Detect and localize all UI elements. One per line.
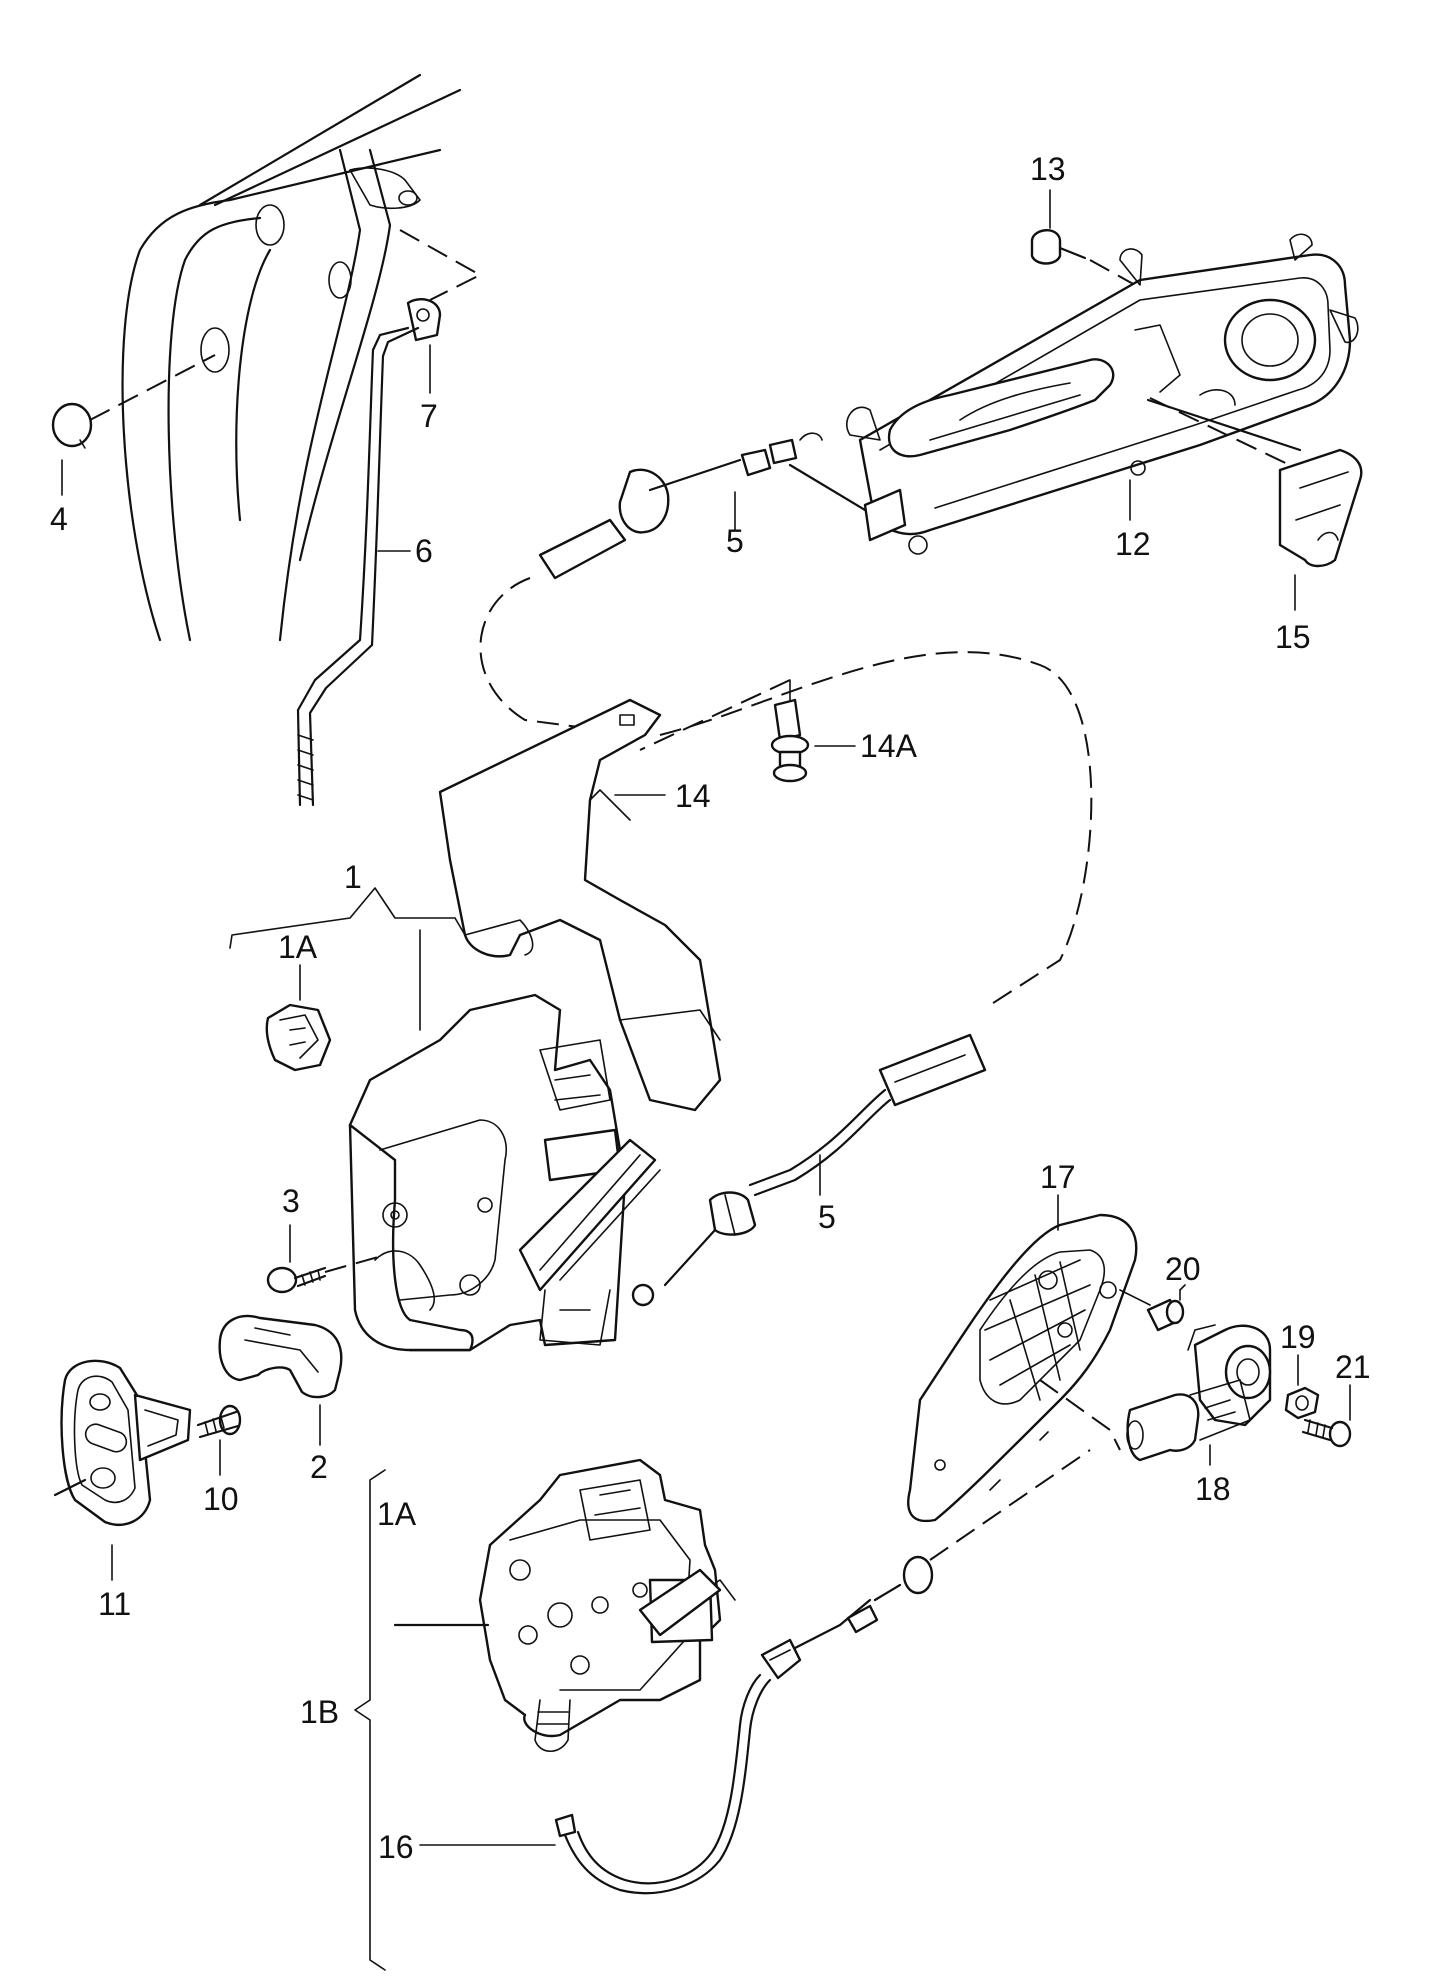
part-3-screw (266, 1224, 386, 1294)
label-14a: 14A (860, 728, 918, 764)
label-21: 21 (1335, 1349, 1371, 1385)
label-19: 19 (1280, 1319, 1316, 1355)
part-14-bracket (438, 698, 722, 1112)
label-13: 13 (1030, 151, 1066, 187)
label-4: 4 (50, 501, 68, 537)
label-15: 15 (1275, 619, 1311, 655)
part-1a-connector (265, 964, 332, 1072)
label-12: 12 (1115, 526, 1151, 562)
label-14: 14 (675, 778, 711, 814)
part-20-bushing (1119, 1284, 1186, 1332)
part-13-bolt (1030, 189, 1136, 286)
part-15-switch (1278, 448, 1363, 611)
label-11: 11 (98, 1586, 131, 1622)
part-7-clip (406, 298, 442, 394)
label-1a-top: 1A (278, 929, 318, 965)
label-6: 6 (415, 533, 433, 569)
label-2: 2 (310, 1449, 328, 1485)
label-5-mid: 5 (818, 1199, 836, 1235)
part-5-cable-lower (631, 1033, 987, 1307)
part-11-striker-plate (53, 1359, 192, 1581)
part-12-handle-housing (846, 233, 1359, 555)
part-16-cable (419, 1449, 1091, 1895)
part-10-screw (196, 1404, 242, 1476)
label-5-top: 5 (726, 523, 744, 559)
part-21-screw (1301, 1384, 1352, 1448)
part-14a-bolt (639, 679, 856, 783)
label-17: 17 (1040, 1159, 1076, 1195)
part-1-door-lock (229, 887, 661, 1352)
door-frame-panel (121, 73, 483, 642)
part-17-cover-plate (907, 1194, 1138, 1523)
part-6-rod (296, 326, 420, 807)
label-3: 3 (282, 1183, 300, 1219)
label-10: 10 (203, 1481, 239, 1517)
label-1: 1 (344, 859, 362, 895)
part-5-cable-upper (479, 432, 1093, 1006)
callout-labels: 1 1A 1A 1B 2 3 4 5 5 6 7 10 11 12 13 14 … (50, 151, 1371, 1865)
label-1a-side: 1A (377, 1496, 417, 1532)
label-18: 18 (1195, 1471, 1231, 1507)
part-18-motor (1126, 1324, 1272, 1466)
part-19-nut (1284, 1354, 1320, 1420)
label-16: 16 (378, 1829, 414, 1865)
label-1b: 1B (300, 1694, 339, 1730)
label-20: 20 (1165, 1251, 1201, 1287)
part-4-plug (51, 354, 216, 496)
part-2-striker-cover (218, 1314, 343, 1446)
part-1b-lock-assembly (393, 1458, 736, 1753)
label-7: 7 (420, 398, 438, 434)
group-bracket-1a-1b (354, 1469, 386, 1971)
